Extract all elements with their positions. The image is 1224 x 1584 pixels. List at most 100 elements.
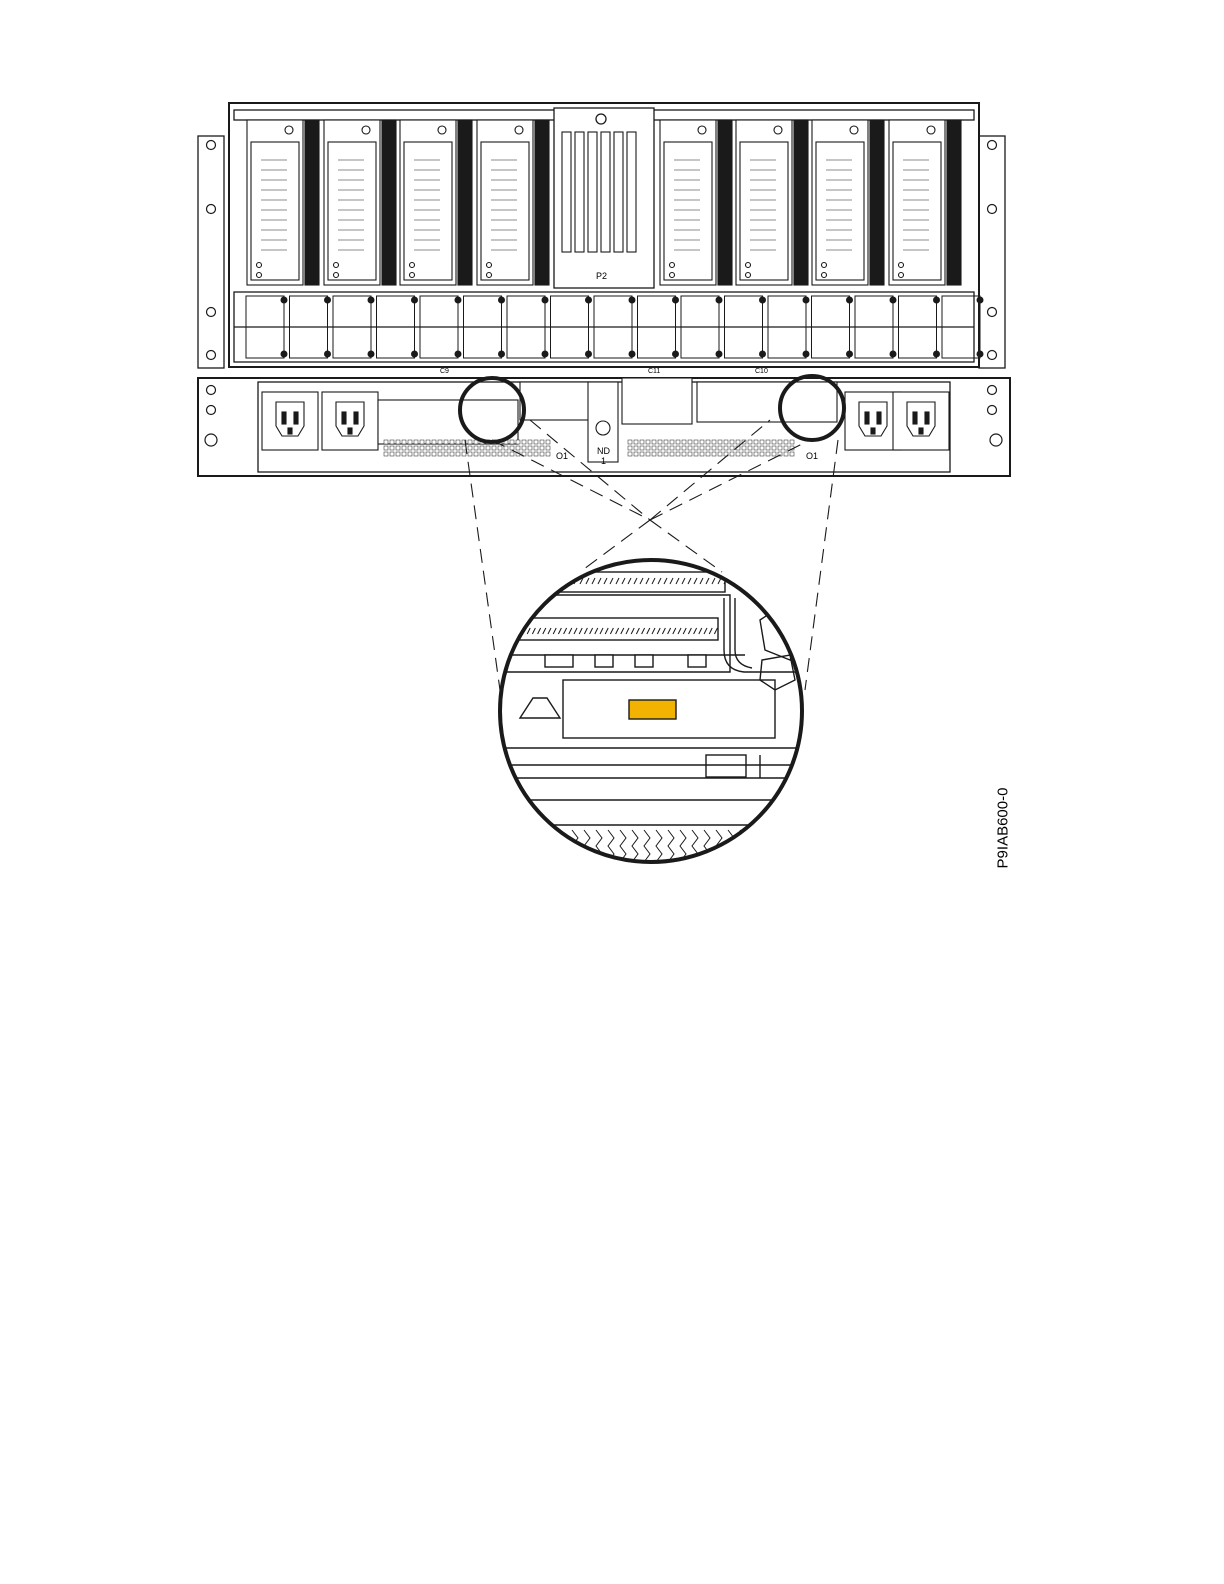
fan-latch <box>977 351 983 357</box>
vent-hole <box>700 452 704 456</box>
label-c10: C10 <box>755 368 768 375</box>
vent-hole <box>498 446 502 450</box>
mount-hole <box>207 205 216 214</box>
vent-hole <box>492 446 496 450</box>
fan-latch <box>281 351 287 357</box>
mount-hole <box>988 351 997 360</box>
fan-latch <box>760 297 766 303</box>
vent-hole <box>486 452 490 456</box>
vent-hole <box>420 440 424 444</box>
vent-hole <box>468 440 472 444</box>
pcie-card <box>889 120 961 285</box>
vent-hole <box>784 446 788 450</box>
center-slot-card <box>588 132 597 252</box>
vent-hole <box>772 452 776 456</box>
vent-hole <box>640 440 644 444</box>
vent-hole <box>760 446 764 450</box>
vent-hole <box>688 452 692 456</box>
fan-latch <box>281 297 287 303</box>
label-o1-right: O1 <box>806 451 818 461</box>
vent-hole <box>534 440 538 444</box>
vent-hole <box>652 440 656 444</box>
mount-hole <box>988 406 997 415</box>
vent-hole <box>688 440 692 444</box>
center-slot-card <box>575 132 584 252</box>
vent-hole <box>700 446 704 450</box>
vent-hole <box>772 446 776 450</box>
center-slot-card <box>562 132 571 252</box>
vent-hole <box>664 446 668 450</box>
vent-hole <box>528 440 532 444</box>
vent-hole <box>718 446 722 450</box>
tooth <box>550 578 553 584</box>
vent-hole <box>736 452 740 456</box>
vent-hole <box>784 440 788 444</box>
vent-hole <box>414 446 418 450</box>
pcie-card <box>736 120 808 285</box>
label-c9: C9 <box>440 368 449 375</box>
vent-hole <box>784 452 788 456</box>
tooth <box>502 578 505 584</box>
vent-hole <box>712 446 716 450</box>
vent-hole <box>450 440 454 444</box>
mount-hole <box>207 386 216 395</box>
tooth <box>562 578 565 584</box>
vent-hole <box>414 452 418 456</box>
center-slot-card <box>627 132 636 252</box>
vent-hole <box>712 452 716 456</box>
vent-hole <box>730 440 734 444</box>
mount-hole <box>207 406 216 415</box>
fan-latch <box>934 351 940 357</box>
vent-hole <box>468 446 472 450</box>
fan-latch <box>716 297 722 303</box>
vent-hole <box>664 452 668 456</box>
vent-hole <box>522 446 526 450</box>
vent-hole <box>546 440 550 444</box>
tooth <box>532 578 535 584</box>
vent-hole <box>438 452 442 456</box>
io-module <box>622 378 692 424</box>
vent-hole <box>748 446 752 450</box>
vent-hole <box>534 446 538 450</box>
vent-hole <box>694 440 698 444</box>
vent-hole <box>646 446 650 450</box>
vent-hole <box>712 440 716 444</box>
pcie-card <box>477 120 549 285</box>
vent-hole <box>778 446 782 450</box>
vent-hole <box>390 446 394 450</box>
thumbscrew <box>205 434 217 446</box>
label-p2: P2 <box>596 271 607 281</box>
io-module <box>378 400 518 444</box>
mount-hole <box>988 386 997 395</box>
vent-hole <box>444 452 448 456</box>
vent-hole <box>402 440 406 444</box>
mount-hole <box>207 308 216 317</box>
fan-latch <box>455 351 461 357</box>
vent-hole <box>646 452 650 456</box>
mount-hole <box>988 205 997 214</box>
mount-hole <box>988 308 997 317</box>
fan-latch <box>325 351 331 357</box>
vent-hole <box>766 452 770 456</box>
fan-latch <box>673 297 679 303</box>
vent-hole <box>718 440 722 444</box>
fan-latch <box>542 351 548 357</box>
vent-hole <box>390 452 394 456</box>
vent-hole <box>658 452 662 456</box>
fan-latch <box>586 297 592 303</box>
vent-hole <box>640 452 644 456</box>
fan-latch <box>977 297 983 303</box>
vent-hole <box>724 440 728 444</box>
vent-hole <box>652 446 656 450</box>
vent-hole <box>504 446 508 450</box>
vent-hole <box>700 440 704 444</box>
vent-hole <box>474 452 478 456</box>
vent-hole <box>540 440 544 444</box>
vent-hole <box>754 452 758 456</box>
vent-hole <box>420 452 424 456</box>
vent-hole <box>670 452 674 456</box>
fan-latch <box>890 351 896 357</box>
vent-hole <box>664 440 668 444</box>
vent-hole <box>420 446 424 450</box>
vent-hole <box>640 446 644 450</box>
